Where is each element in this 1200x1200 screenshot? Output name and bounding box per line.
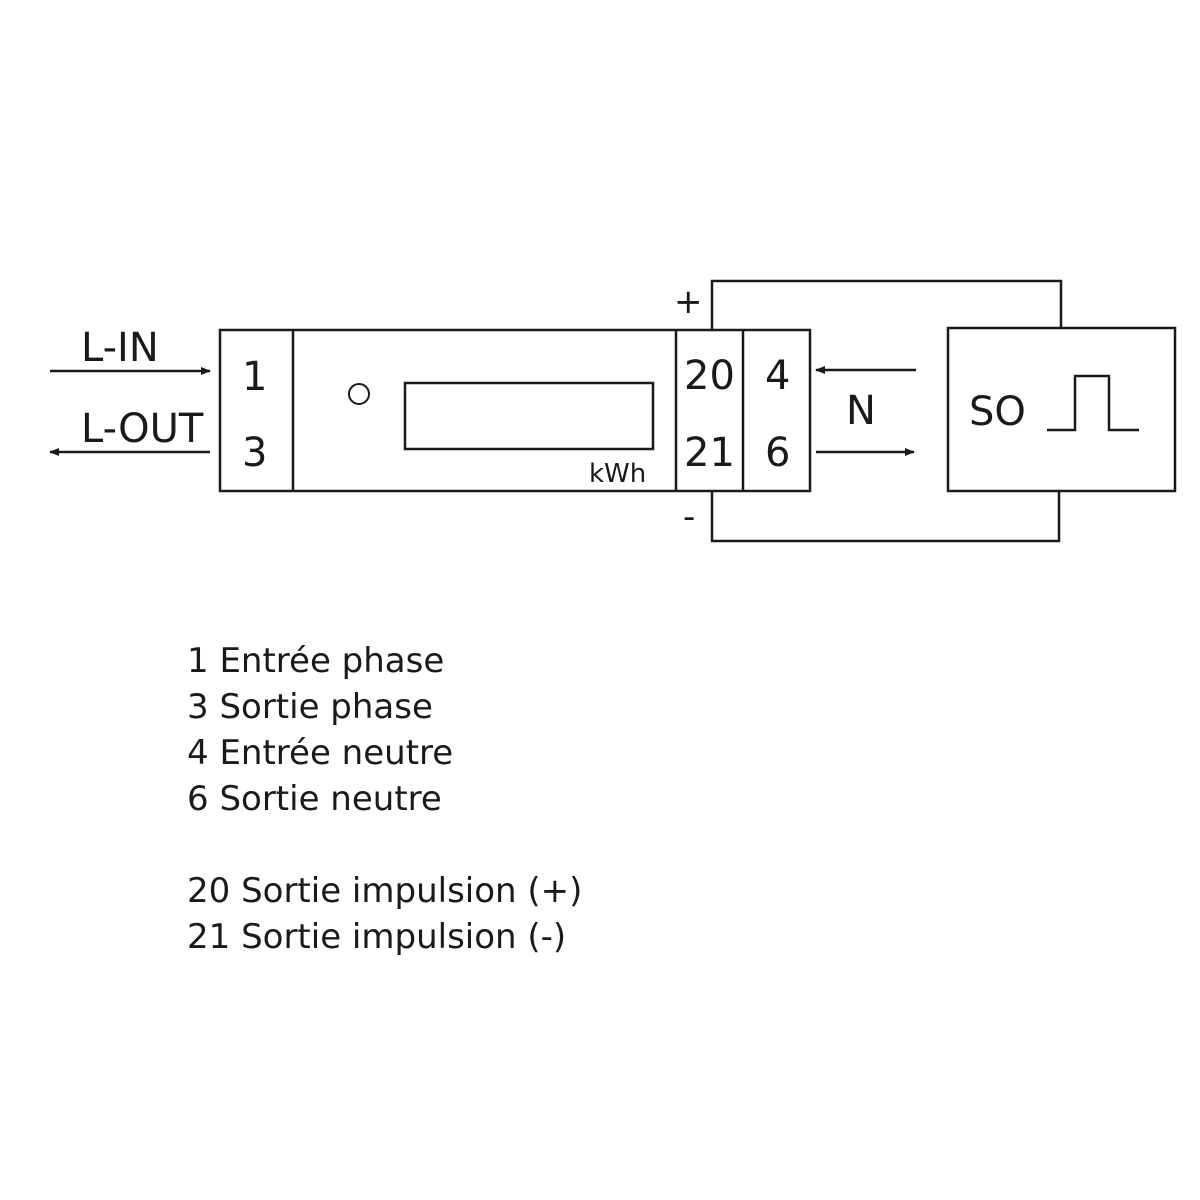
legend-item: 4 Entrée neutre [187, 733, 454, 773]
kwh-display [403, 381, 655, 451]
legend-spacer [187, 822, 582, 868]
pulse-plus-wire [710, 279, 1063, 330]
kwh-label: kWh [589, 459, 646, 489]
legend-item: 3 Sortie phase [187, 687, 433, 727]
terminal-3-label: 3 [242, 430, 267, 476]
legend-pulse-item: 21 Sortie impulsion (-) [187, 917, 567, 957]
terminal-1-label: 1 [242, 354, 267, 400]
terminal-4-label: 4 [765, 353, 790, 399]
pulse-plus-sign: + [674, 282, 703, 322]
pulse-minus-wire [710, 491, 1061, 543]
legend-item: 1 Entrée phase [187, 641, 445, 681]
terminal-21-label: 21 [684, 430, 735, 476]
pulse-waveform-icon [1047, 374, 1139, 432]
so-output-box [946, 326, 1177, 493]
terminal-20-label: 20 [684, 353, 735, 399]
so-label: SO [969, 389, 1026, 435]
pulse-minus-sign: - [683, 497, 695, 537]
terminal-6-label: 6 [765, 430, 790, 476]
l-in-label: L-IN [81, 325, 159, 371]
legend-item: 6 Sortie neutre [187, 779, 442, 819]
indicator-led-icon [348, 383, 370, 405]
terminal-legend: 1 Entrée phase 3 Sortie phase 4 Entrée n… [187, 638, 582, 960]
l-out-label: L-OUT [81, 406, 204, 452]
wiring-diagram: kWh 1 3 20 21 4 6 L-IN L-OUT N + - SO [49, 279, 1177, 543]
meter-body [218, 328, 812, 493]
legend-pulse-item: 20 Sortie impulsion (+) [187, 871, 583, 911]
neutral-label: N [846, 388, 876, 434]
